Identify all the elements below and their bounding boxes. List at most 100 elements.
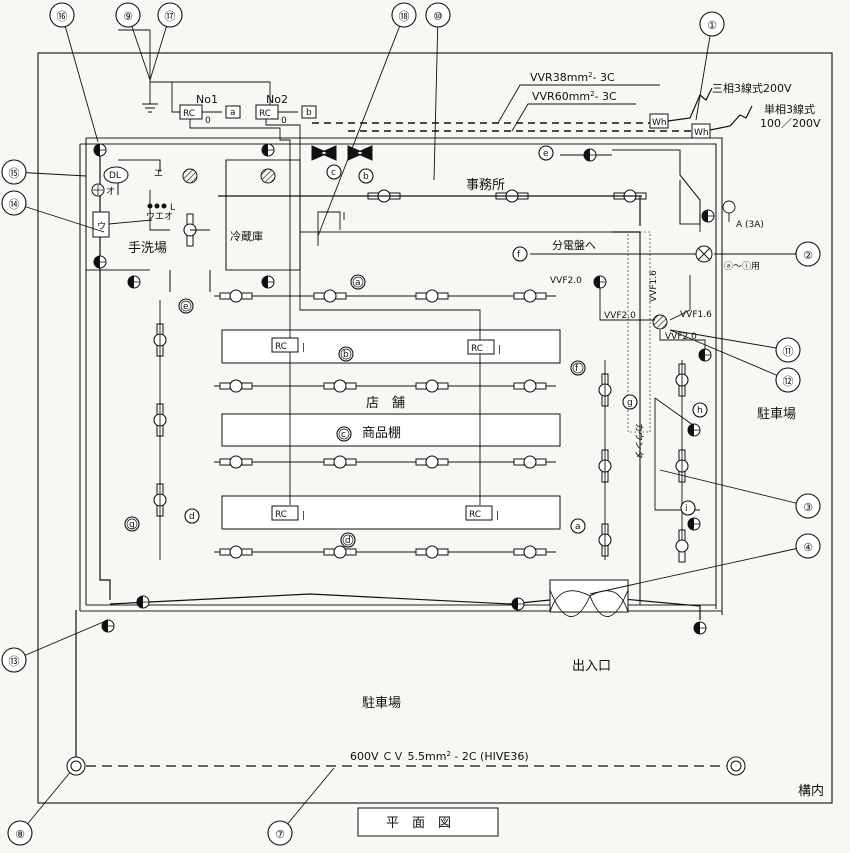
svg-text:RC: RC: [469, 510, 481, 520]
svg-text:d: d: [189, 512, 195, 522]
svg-text:a: a: [355, 278, 361, 288]
svg-text:⑪: ⑪: [783, 345, 794, 358]
wire-vvf20-b: VVF2.0: [604, 311, 636, 321]
outlet: [701, 209, 715, 223]
svg-text:c: c: [341, 430, 346, 440]
label-to-panel: 分電盤へ: [552, 239, 596, 252]
svg-text:0: 0: [281, 116, 287, 126]
circuit-callout-e: e: [178, 298, 194, 314]
junction-box-1: [182, 168, 198, 184]
wire-vvf16-b: VVF1.6: [649, 270, 659, 302]
svg-text:⑧: ⑧: [15, 828, 25, 841]
fluorescent-fixture: [415, 289, 449, 303]
handwash-sink: [92, 211, 110, 238]
svg-text:c: c: [331, 168, 336, 178]
outlet: [261, 143, 275, 157]
shelf-2: [221, 413, 561, 447]
svg-text:b: b: [343, 350, 349, 360]
svg-text:b: b: [363, 172, 369, 182]
remote-relay-no2: No2 RC 0 b: [255, 93, 317, 126]
hand-hole-right: [726, 756, 746, 776]
numbered-callout: ⑪: [669, 329, 801, 363]
room-parking-lower: 駐車場: [362, 696, 401, 711]
room-shelf: 商品棚: [362, 426, 401, 441]
circuit-callout-c: c: [336, 426, 352, 442]
power-panel: [311, 145, 337, 161]
fluorescent-fixture: [415, 545, 449, 559]
fluorescent-fixture: [219, 379, 253, 393]
distribution-board-symbol: [695, 245, 713, 263]
svg-text:④: ④: [803, 541, 813, 554]
room-freezer: 冷蔵庫: [230, 229, 263, 243]
svg-text:|: |: [496, 511, 499, 521]
svg-text:RC: RC: [259, 109, 271, 119]
fluorescent-fixture: [513, 379, 547, 393]
numbered-callout: ⑦: [267, 767, 335, 846]
circuit-callout-e: e: [538, 145, 554, 161]
svg-text:⑱: ⑱: [399, 10, 410, 23]
svg-text:a: a: [575, 522, 581, 532]
panel-breaker: A (3A): [736, 220, 764, 230]
svg-text:⑨: ⑨: [123, 10, 133, 23]
meter-wh-1-label: Wh: [652, 118, 667, 128]
numbered-callout: ⑩: [425, 2, 451, 181]
svg-text:|: |: [498, 345, 501, 355]
svg-text:⑮: ⑮: [9, 167, 20, 180]
drawing-title: 平 面 図: [386, 816, 451, 831]
label-dl-text: DL: [109, 171, 121, 181]
numbered-callout: ⑬: [1, 619, 109, 673]
remote-relay-unit: RC|: [271, 337, 305, 353]
numbered-callout: ⑮: [1, 159, 87, 185]
svg-text:a: a: [230, 108, 236, 118]
outlet: [101, 619, 115, 633]
svg-text:カウンタ: カウンタ: [633, 423, 644, 459]
circuit-callout-d: d: [340, 532, 356, 548]
room-handwash: 手洗場: [128, 241, 167, 256]
outlet: [261, 275, 275, 289]
remote-relay-unit: RC|: [467, 339, 501, 355]
junction-box-3: [652, 314, 668, 330]
svg-text:|: |: [302, 511, 305, 521]
svg-text:e: e: [183, 302, 189, 312]
circuit-callout-f: f: [570, 360, 586, 376]
circuit-callout-h: h: [692, 402, 708, 418]
svg-text:e: e: [543, 149, 549, 159]
numbered-callout: ⑫: [669, 329, 801, 393]
building-walls: [79, 137, 723, 615]
numbered-callout: ⑧: [7, 769, 73, 846]
svg-text:h: h: [697, 406, 703, 416]
outlet: [136, 595, 150, 609]
circuit-callout-f: f: [512, 246, 528, 262]
remote-relay-no1: No1 RC 0 a: [179, 93, 241, 126]
svg-text:0: 0: [205, 116, 211, 126]
outlet: [93, 143, 107, 157]
numbered-callout: ①: [695, 11, 725, 121]
svg-text:g: g: [129, 520, 135, 530]
outlet: [687, 517, 701, 531]
fluorescent-fixture: [323, 379, 357, 393]
svg-text:|: |: [302, 343, 305, 353]
fluorescent-fixture: [219, 545, 253, 559]
fluorescent-fixture: [415, 455, 449, 469]
svg-text:⑰: ⑰: [165, 10, 176, 23]
fluorescent-fixture: [323, 455, 357, 469]
remote-relay-unit: RC |: [465, 505, 499, 521]
title-box: [357, 807, 499, 837]
room-store: 店 舗: [366, 396, 405, 411]
svg-text:⑭: ⑭: [9, 198, 20, 211]
numbered-callout: ③: [659, 469, 821, 519]
numbered-callout: ⑭: [1, 190, 105, 233]
remote-relay-units: RC|RC|RC|RC|: [271, 337, 501, 521]
fluorescent-fixture: [513, 545, 547, 559]
wire-vvf20-c: VVF2.0: [665, 332, 697, 342]
svg-text:VVF1.6: VVF1.6: [649, 270, 659, 302]
hand-hole-left: [66, 756, 86, 776]
fluorescent-fixture: [219, 289, 253, 303]
outlet: [583, 148, 597, 162]
circuit-callout-g: g: [124, 516, 140, 532]
svg-text:g: g: [627, 398, 633, 408]
circuit-callout-b: b: [338, 346, 354, 362]
fluorescent-fixture: [313, 289, 347, 303]
switch-u: ウ: [97, 221, 106, 232]
